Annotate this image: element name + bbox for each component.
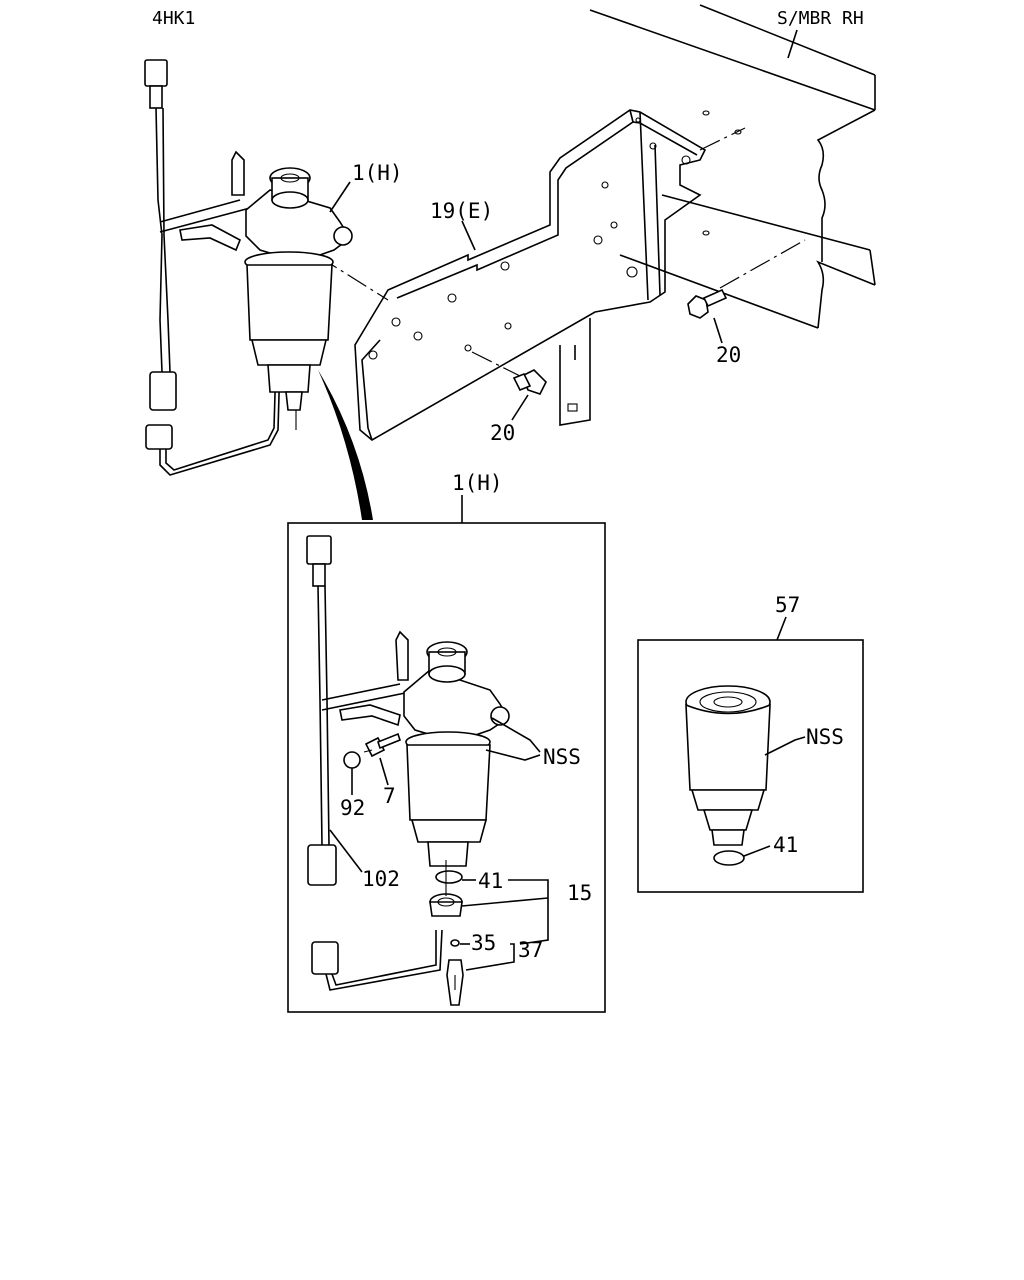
screw-callout: 7 <box>383 784 396 808</box>
mounting-bracket <box>354 109 707 441</box>
nss-element-callout: NSS <box>806 725 844 749</box>
o-ring-detail <box>435 870 463 884</box>
bracket-leader <box>461 220 476 251</box>
bracket-callout: 19(E) <box>430 199 493 223</box>
fuel-filter-assembly-main <box>144 59 353 476</box>
screw-leader <box>379 757 389 786</box>
nss-detail-callout: NSS <box>543 745 581 769</box>
assembly-detail-callout: 1(H) <box>452 471 503 495</box>
assembly-main-callout: 1(H) <box>352 161 403 185</box>
o-ring-detail-callout: 41 <box>478 869 503 893</box>
assembly-detail-box <box>287 522 606 1013</box>
bolt-right-callout: 20 <box>716 343 741 367</box>
assembly-main-leader <box>329 181 351 213</box>
drain-bracket-a <box>508 879 549 945</box>
filter-element <box>685 685 771 846</box>
drain-assembly-leader <box>461 897 549 907</box>
engine-code-label: 4HK1 <box>152 8 195 29</box>
location-label: S/MBR RH <box>777 8 864 29</box>
nss-detail-leader-b <box>491 717 541 753</box>
bolt-lower <box>512 369 547 395</box>
bolt-lower-leader <box>511 394 529 421</box>
bolt-right <box>687 288 728 319</box>
o-ring-element-leader <box>743 845 771 857</box>
detail-pointer <box>318 370 373 520</box>
seal-callout: 35 <box>471 931 496 955</box>
element-kit-leader <box>776 616 787 641</box>
drain-assembly <box>429 860 464 1006</box>
nss-detail-leader-a <box>485 749 541 761</box>
element-kit-callout: 57 <box>775 593 800 617</box>
bolt-right-leader <box>713 317 723 344</box>
harness-callout: 102 <box>362 867 400 891</box>
align-line-bolt-lower <box>471 351 521 377</box>
harness-leader <box>329 829 363 873</box>
location-leader <box>787 29 798 59</box>
fuel-filter-assembly-detail <box>306 535 510 991</box>
side-member <box>589 4 876 329</box>
drain-assembly-callout: 15 <box>567 881 592 905</box>
bolt-lower-callout: 20 <box>490 421 515 445</box>
align-line-bolt-right <box>719 239 806 289</box>
plug-callout: 92 <box>340 796 365 820</box>
element-kit-box <box>637 639 864 893</box>
nss-element-leader <box>764 736 806 756</box>
align-line-upper <box>699 127 746 151</box>
o-ring-element <box>713 850 745 866</box>
plug-and-screw <box>343 732 401 769</box>
drain-cock-callout: 37 <box>518 938 543 962</box>
o-ring-element-callout: 41 <box>773 833 798 857</box>
drain-cock-bracket <box>465 943 515 971</box>
